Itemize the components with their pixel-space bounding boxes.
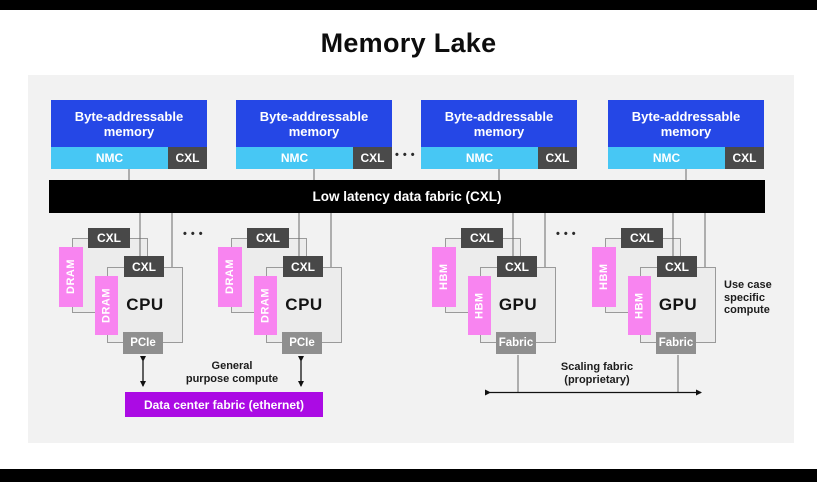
memory-block-label: Byte-addressable memory <box>236 100 392 147</box>
gpu-ellipsis: ••• <box>556 228 580 240</box>
nmc-chip: NMC <box>608 147 725 169</box>
cxl-tag: CXL <box>88 228 130 248</box>
cxl-tag: CXL <box>124 256 164 277</box>
nmc-chip: NMC <box>51 147 168 169</box>
fabric-tag: Fabric <box>496 332 536 354</box>
chip-label: CPU <box>126 295 164 314</box>
chip-label: CPU <box>285 295 323 314</box>
low-latency-fabric-bar: Low latency data fabric (CXL) <box>49 180 765 213</box>
memory-ellipsis: ••• <box>395 149 419 161</box>
cxl-tag: CXL <box>247 228 289 248</box>
fabric-tag: Fabric <box>656 332 696 354</box>
datacenter-fabric-bar: Data center fabric (ethernet) <box>125 392 323 417</box>
hbm-bar: HBM <box>432 247 456 307</box>
top-border-bar <box>0 0 817 10</box>
compute-unit-cpu: CXL DRAM CXL DRAM CPU PCIe <box>59 228 183 355</box>
cpu-ellipsis: ••• <box>183 228 207 240</box>
memory-block-label: Byte-addressable memory <box>421 100 577 147</box>
cxl-chip: CXL <box>538 147 577 169</box>
nmc-chip: NMC <box>236 147 353 169</box>
compute-unit-cpu: CXL DRAM CXL DRAM CPU PCIe <box>218 228 342 355</box>
bottom-border-bar <box>0 469 817 482</box>
cxl-tag: CXL <box>283 256 323 277</box>
memory-block-label: Byte-addressable memory <box>51 100 207 147</box>
chip-label: GPU <box>658 295 698 314</box>
general-purpose-compute-label: General purpose compute <box>185 360 279 385</box>
dram-bar: DRAM <box>59 247 83 307</box>
compute-unit-gpu: CXL HBM CXL HBM GPU Fabric <box>592 228 716 355</box>
use-case-compute-label: Use case specific compute <box>724 279 772 316</box>
memory-block-label: Byte-addressable memory <box>608 100 764 147</box>
front-processor-box <box>107 267 183 343</box>
nmc-chip: NMC <box>421 147 538 169</box>
cxl-tag: CXL <box>657 256 697 277</box>
cxl-chip: CXL <box>168 147 207 169</box>
cxl-tag: CXL <box>461 228 503 248</box>
front-processor-box <box>266 267 342 343</box>
chip-label: GPU <box>498 295 538 314</box>
cxl-chip: CXL <box>725 147 764 169</box>
cxl-tag: CXL <box>497 256 537 277</box>
dram-bar: DRAM <box>218 247 242 307</box>
pcie-tag: PCIe <box>123 332 163 354</box>
hbm-bar: HBM <box>592 247 616 307</box>
cxl-tag: CXL <box>621 228 663 248</box>
cxl-chip: CXL <box>353 147 392 169</box>
compute-unit-gpu: CXL HBM CXL HBM GPU Fabric <box>432 228 556 355</box>
front-processor-box <box>640 267 716 343</box>
scaling-fabric-label: Scaling fabric (proprietary) <box>560 361 634 386</box>
diagram-title: Memory Lake <box>320 28 497 58</box>
pcie-tag: PCIe <box>282 332 322 354</box>
